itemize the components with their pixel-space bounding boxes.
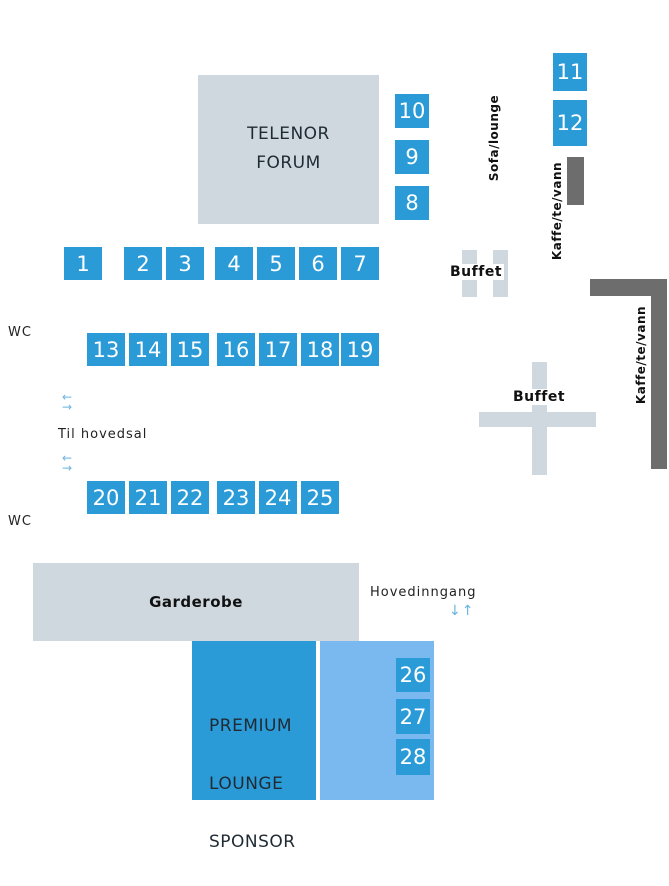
booth-8[interactable]: 8 bbox=[395, 186, 429, 220]
telenor-forum-line2: FORUM bbox=[256, 153, 321, 173]
kaffe-station-1 bbox=[567, 157, 584, 205]
telenor-forum-label: TELENOR FORUM bbox=[198, 120, 379, 178]
buffet-cross-horizontal bbox=[479, 412, 596, 427]
booth-10[interactable]: 10 bbox=[395, 94, 429, 128]
booth-9[interactable]: 9 bbox=[395, 140, 429, 174]
garderobe-label: Garderobe bbox=[149, 593, 243, 611]
booth-28[interactable]: 28 bbox=[396, 739, 430, 775]
buffet-label-2: Buffet bbox=[511, 389, 568, 405]
premium-line3: SPONSOR bbox=[209, 832, 296, 852]
booth-19[interactable]: 19 bbox=[341, 333, 379, 366]
booth-4[interactable]: 4 bbox=[215, 247, 253, 280]
booth-13[interactable]: 13 bbox=[87, 333, 125, 366]
kaffe-te-vann-label-1: Kaffe/te/vann bbox=[550, 161, 564, 261]
booth-22[interactable]: 22 bbox=[171, 481, 209, 514]
booth-26[interactable]: 26 bbox=[396, 658, 430, 692]
premium-line2: LOUNGE bbox=[209, 774, 284, 794]
sofa-lounge-label: Sofa/lounge bbox=[487, 94, 501, 182]
wc-label-2: WC bbox=[8, 514, 32, 529]
booth-12[interactable]: 12 bbox=[553, 100, 587, 146]
bidirectional-arrow-icon-1: ←→ bbox=[62, 390, 73, 414]
hovedinngang-label: Hovedinngang bbox=[370, 585, 477, 600]
booth-1[interactable]: 1 bbox=[64, 247, 102, 280]
telenor-forum-room[interactable] bbox=[198, 75, 379, 224]
booth-3[interactable]: 3 bbox=[166, 247, 204, 280]
booth-16[interactable]: 16 bbox=[217, 333, 255, 366]
booth-15[interactable]: 15 bbox=[171, 333, 209, 366]
premium-lounge-area[interactable] bbox=[192, 641, 316, 800]
booth-2[interactable]: 2 bbox=[124, 247, 162, 280]
booth-23[interactable]: 23 bbox=[217, 481, 255, 514]
premium-lounge-label: PREMIUM LOUNGE SPONSOR bbox=[209, 683, 296, 886]
booth-20[interactable]: 20 bbox=[87, 481, 125, 514]
garderobe-area[interactable] bbox=[33, 563, 359, 641]
booth-7[interactable]: 7 bbox=[341, 247, 379, 280]
buffet-label-1: Buffet bbox=[448, 264, 505, 280]
til-hovedsal-label: Til hovedsal bbox=[58, 427, 148, 442]
telenor-forum-line1: TELENOR bbox=[247, 124, 330, 144]
kaffe-station-2-side bbox=[651, 279, 667, 469]
booth-18[interactable]: 18 bbox=[301, 333, 339, 366]
booth-5[interactable]: 5 bbox=[257, 247, 295, 280]
booth-17[interactable]: 17 bbox=[259, 333, 297, 366]
booth-25[interactable]: 25 bbox=[301, 481, 339, 514]
booth-11[interactable]: 11 bbox=[553, 53, 587, 91]
booth-14[interactable]: 14 bbox=[129, 333, 167, 366]
premium-line1: PREMIUM bbox=[209, 716, 293, 736]
wc-label-1: WC bbox=[8, 325, 32, 340]
bidirectional-arrow-icon-2: ←→ bbox=[62, 451, 73, 475]
kaffe-station-2-top bbox=[590, 279, 666, 296]
entrance-arrows-icon: ↓↑ bbox=[449, 603, 475, 619]
booth-27[interactable]: 27 bbox=[396, 699, 430, 734]
booth-6[interactable]: 6 bbox=[299, 247, 337, 280]
booth-21[interactable]: 21 bbox=[129, 481, 167, 514]
kaffe-te-vann-label-2: Kaffe/te/vann bbox=[634, 305, 648, 405]
booth-24[interactable]: 24 bbox=[259, 481, 297, 514]
